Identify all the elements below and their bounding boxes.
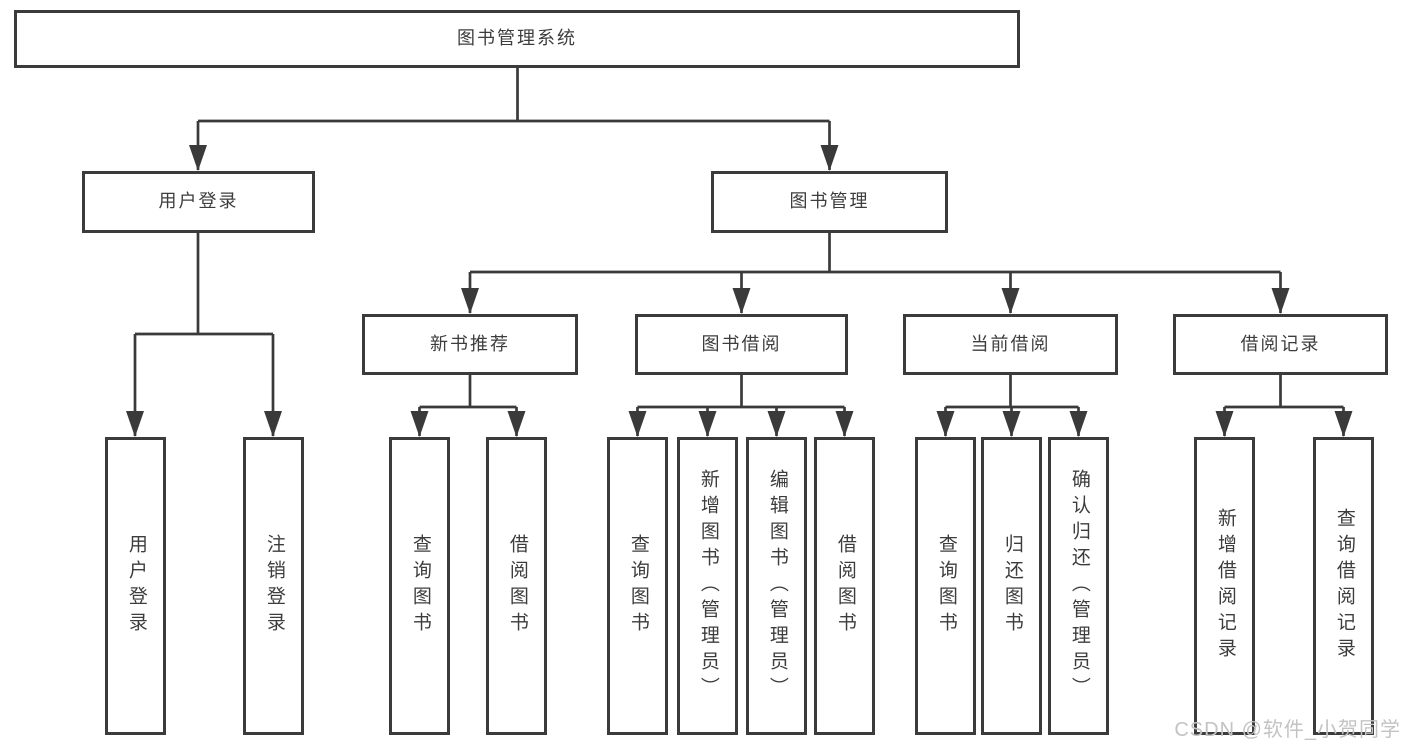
node-new-book-recommend: 新书推荐 — [362, 314, 578, 375]
leaf-query-book-current: 查询图书 — [915, 437, 976, 735]
node-borrow-record: 借阅记录 — [1173, 314, 1388, 375]
node-user-login: 用户登录 — [82, 171, 315, 233]
leaf-query-borrow-record: 查询借阅记录 — [1313, 437, 1374, 735]
leaf-add-borrow-record: 新增借阅记录 — [1194, 437, 1255, 735]
leaf-query-book-borrow: 查询图书 — [607, 437, 668, 735]
leaf-query-book-recommend: 查询图书 — [389, 437, 450, 735]
leaf-borrow-book-recommend: 借阅图书 — [486, 437, 547, 735]
leaf-user-login: 用户登录 — [105, 437, 166, 735]
node-book-management: 图书管理 — [711, 171, 948, 233]
csdn-watermark: CSDN @软件_小贺同学 — [1174, 719, 1401, 741]
connector-group — [126, 68, 1353, 437]
leaf-borrow-book: 借阅图书 — [814, 437, 875, 735]
leaf-add-book-admin: 新增图书（管理员） — [677, 437, 738, 735]
node-current-borrow: 当前借阅 — [903, 314, 1118, 375]
node-root: 图书管理系统 — [14, 10, 1020, 68]
leaf-confirm-return-admin: 确认归还（管理员） — [1048, 437, 1109, 735]
leaf-edit-book-admin: 编辑图书（管理员） — [746, 437, 807, 735]
leaf-logout: 注销登录 — [243, 437, 304, 735]
node-book-borrow: 图书借阅 — [635, 314, 848, 375]
leaf-return-book: 归还图书 — [981, 437, 1042, 735]
